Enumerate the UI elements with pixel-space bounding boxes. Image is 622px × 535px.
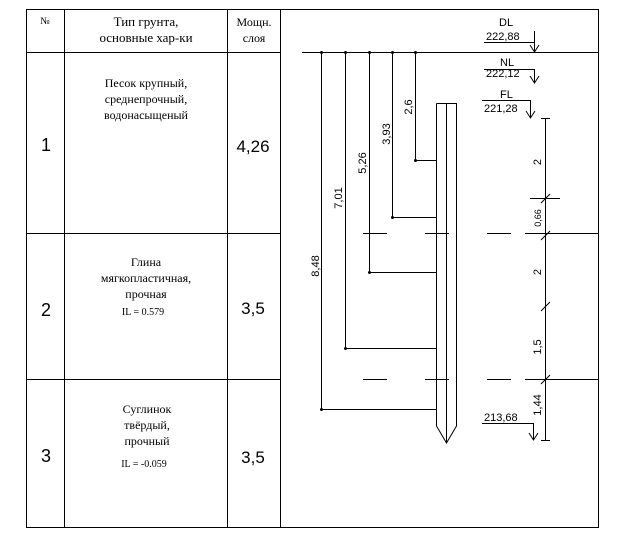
right-dimension-label: 1,44 [532,394,544,415]
layer-number: 2 [41,300,51,320]
layer-thickness: 3,5 [241,448,265,467]
level-value: 213,68 [484,412,518,424]
level-value: 221,28 [484,103,518,115]
level-name: DL [499,17,513,29]
layer-liquidity-index: IL = 0.579 [122,307,164,318]
header-thickness-line1: Мощн. [236,15,271,29]
dimension-label: 3,93 [381,123,393,144]
layer-number: 3 [41,446,51,466]
right-dimension-chain [530,118,560,441]
right-dimension-label: 0,66 [533,209,543,227]
layer-description-line: водонасыщеный [104,108,189,122]
layer-description-line: среднепрочный, [105,92,187,106]
level-value: 222,12 [486,68,520,80]
layer-description-line: мягкопластичная, [101,271,191,285]
header-number: № [40,16,50,27]
dimension-label: 7,01 [333,187,345,208]
dimension-label: 2,6 [403,99,415,114]
layer-thickness: 4,26 [236,137,269,156]
layer-row-2: 2 Глина мягкопластичная, прочная IL = 0.… [41,255,265,320]
level-name: NL [500,57,514,69]
header-soil-type-line2: основные хар-ки [99,30,192,45]
right-dimension-label: 2 [532,159,544,165]
header-thickness-line2: слоя [243,31,266,45]
header-soil-type-line1: Тип грунта, [114,14,179,29]
right-dimension-label: 1,5 [532,339,544,354]
soil-table-grid [26,9,599,528]
level-value: 222,88 [486,31,520,43]
layer-description-line: прочный [124,434,170,448]
layer-description-line: прочная [125,287,167,301]
level-marker-pile-tip: 213,68 [482,412,539,441]
soil-boundaries [302,52,598,380]
dimension-label: 8,48 [310,255,322,276]
layer-row-3: 3 Суглинок твёрдый, прочный IL = -0.059 … [41,402,265,470]
layer-description-line: Глина [131,255,162,269]
layer-description-line: Песок крупный, [105,76,187,90]
layer-row-1: 1 Песок крупный, среднепрочный, водонасы… [41,76,270,156]
level-name: FL [500,89,513,101]
vertical-dimension-lines [320,51,436,411]
level-marker-nl: NL 222,12 [484,57,540,84]
right-dimension-label: 2 [532,269,544,275]
layer-description-line: Суглинок [123,402,172,416]
dimension-label: 5,26 [357,152,369,173]
level-marker-fl: FL 221,28 [482,89,536,119]
layer-number: 1 [41,135,51,155]
level-marker-dl: DL 222,88 [484,17,540,53]
layer-description-line: твёрдый, [124,418,170,432]
layer-thickness: 3,5 [241,299,265,318]
pile [436,103,457,444]
layer-liquidity-index: IL = -0.059 [121,459,167,470]
